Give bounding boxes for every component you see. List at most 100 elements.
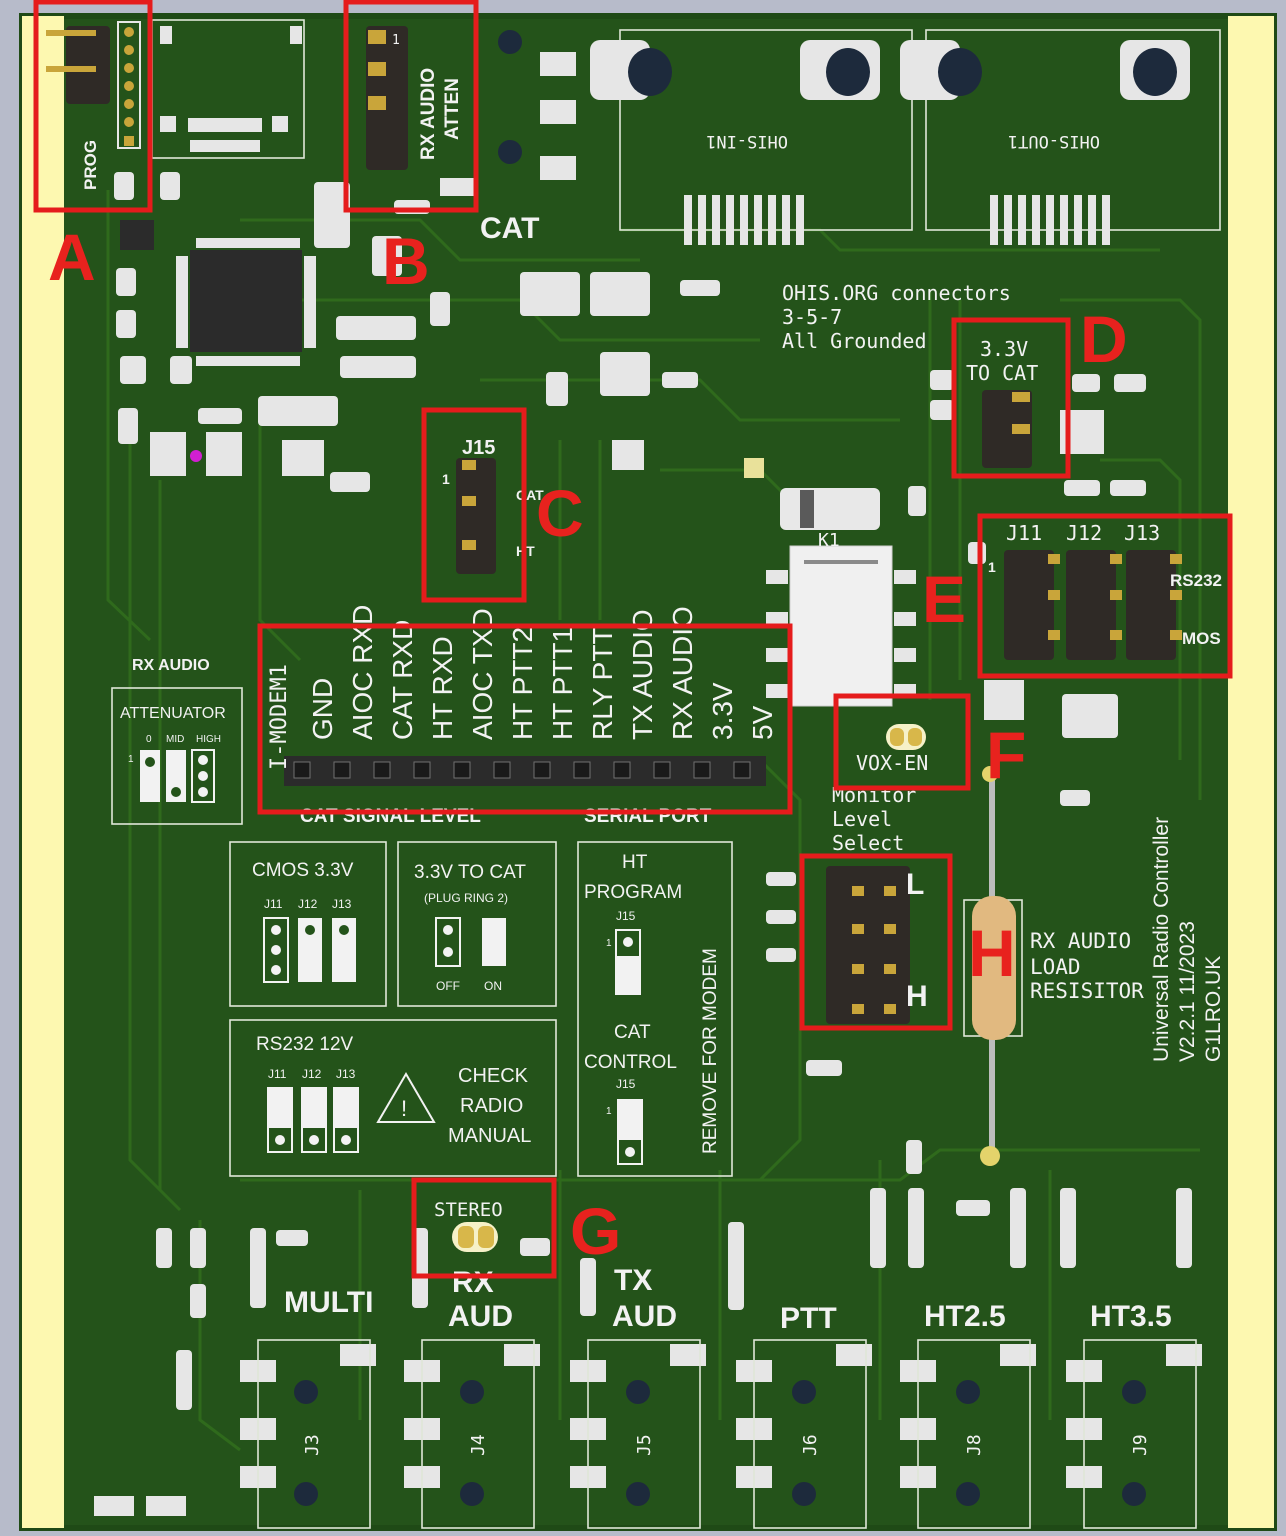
vox-en-label: VOX-EN xyxy=(856,751,928,775)
jack-ref-j5: J5 xyxy=(634,1434,655,1456)
rx-audio-box-title: RX AUDIO xyxy=(132,657,210,674)
annot-box-h xyxy=(799,853,953,1031)
d-label-2: TO CAT xyxy=(966,361,1038,385)
marker-c: C xyxy=(536,476,584,550)
annot-box-e xyxy=(977,513,1233,679)
ohis-out-label: OHIS-OUT1 xyxy=(1008,131,1100,151)
e-headers xyxy=(1004,550,1182,660)
modem-label-12: 5V xyxy=(747,705,778,740)
rs232-diagram xyxy=(267,1087,359,1153)
monitor-2: Level xyxy=(832,807,892,831)
jack-label-tx-1: TX xyxy=(614,1264,652,1297)
annot-box-modem xyxy=(257,623,793,815)
cmos-j12: J12 xyxy=(298,897,318,911)
rx-atten-label-1: RX AUDIO xyxy=(418,68,439,160)
d-header xyxy=(982,390,1032,468)
prog-label: PROG xyxy=(81,140,100,190)
modem-label-5: AIOC TXD xyxy=(467,608,498,740)
marker-g: G xyxy=(570,1194,621,1268)
modem-label-6: HT PTT2 xyxy=(507,627,538,740)
load-resistor xyxy=(963,766,1023,1166)
attenuator-box xyxy=(111,687,243,825)
check-1: CHECK xyxy=(458,1065,529,1087)
svg-text:!: ! xyxy=(401,1096,407,1121)
c-pin1: 1 xyxy=(442,471,450,487)
e-label-j12: J12 xyxy=(1066,521,1102,545)
cat-ctl-j15: J15 xyxy=(616,1077,636,1091)
d-label-1: 3.3V xyxy=(980,337,1028,361)
annot-box-b xyxy=(343,0,479,213)
microcontroller xyxy=(120,220,316,366)
rs232-j11: J11 xyxy=(268,1067,287,1081)
jack-label-rx-2: AUD xyxy=(448,1300,513,1333)
ht-pin1: 1 xyxy=(606,938,612,949)
modem-pin-header xyxy=(284,756,766,786)
load-2: LOAD xyxy=(1030,955,1081,979)
version-1: Universal Radio Controller xyxy=(1150,817,1173,1062)
annot-box-d xyxy=(951,317,1071,479)
ohis-note-2: 3-5-7 xyxy=(782,305,842,329)
modem-label-11: 3.3V xyxy=(707,682,738,740)
h-h-label: H xyxy=(906,980,928,1013)
e-label-j13: J13 xyxy=(1124,521,1160,545)
marker-e: E xyxy=(922,562,966,636)
modem-label-4: HT RXD xyxy=(427,636,458,740)
annot-box-a xyxy=(33,0,153,213)
jack-ref-j8: J8 xyxy=(964,1434,985,1456)
jack-ref-j4: J4 xyxy=(468,1434,489,1456)
ht-1: HT xyxy=(622,852,648,873)
ht-diagram xyxy=(615,929,641,995)
jack-label-ptt: PTT xyxy=(780,1302,837,1335)
jack-label-ht35: HT3.5 xyxy=(1090,1300,1172,1333)
marker-d: D xyxy=(1080,302,1128,376)
rs232-title: RS232 12V xyxy=(256,1034,354,1055)
h-l-label: L xyxy=(906,868,924,901)
version-2: V2.2.1 11/2023 xyxy=(1176,921,1199,1062)
ohis-connectors xyxy=(440,29,1221,245)
check-3: MANUAL xyxy=(448,1125,531,1147)
load-3: RESISITOR xyxy=(1030,979,1144,1003)
ht-j15: J15 xyxy=(616,909,636,923)
cmos-box xyxy=(229,841,387,1007)
cat-ctl-pin1: 1 xyxy=(606,1106,612,1117)
version-3: G1LRO.UK xyxy=(1202,956,1225,1062)
relay-k1 xyxy=(766,488,916,707)
cat33-off: OFF xyxy=(436,979,460,993)
rs232-j13: J13 xyxy=(336,1067,356,1081)
e-label-j11: J11 xyxy=(1006,521,1042,545)
attenuator-diagram xyxy=(140,749,215,803)
smd-components xyxy=(94,172,1192,1516)
left-edge-strip xyxy=(22,16,64,1528)
right-edge-strip xyxy=(1228,16,1274,1528)
rs232-box xyxy=(229,1019,557,1177)
warning-icon: ! xyxy=(376,1072,436,1123)
cat-ctl-2: CONTROL xyxy=(584,1052,677,1073)
stereo-jumper xyxy=(452,1222,498,1252)
cmos-j13: J13 xyxy=(332,897,352,911)
marker-a: A xyxy=(48,220,96,294)
b-pin1: 1 xyxy=(392,33,400,48)
rs232-j12: J12 xyxy=(302,1067,322,1081)
marker-f: F xyxy=(986,718,1026,792)
ohis-note-1: OHIS.ORG connectors xyxy=(782,281,1011,305)
j15-header xyxy=(456,458,496,574)
modem-label-1: GND xyxy=(307,678,338,740)
atten-high: HIGH xyxy=(196,734,221,745)
annot-box-c xyxy=(421,407,527,603)
cat33-on: ON xyxy=(484,979,502,993)
load-1: RX AUDIO xyxy=(1030,929,1131,953)
atten-pin1: 1 xyxy=(128,754,134,765)
jack-ref-j9: J9 xyxy=(1130,1434,1151,1456)
cmos-title: CMOS 3.3V xyxy=(252,860,354,881)
programming-module xyxy=(46,19,305,159)
attenuator-label: ATTENUATOR xyxy=(120,705,226,722)
modem-label-3: CAT RXD xyxy=(387,620,418,740)
cat-ctl-1: CAT xyxy=(614,1022,651,1043)
cmos-j11: J11 xyxy=(264,897,283,911)
j15-label: J15 xyxy=(462,437,495,459)
e-cmos: MOS xyxy=(1182,629,1221,648)
cat33-diagram xyxy=(435,917,506,967)
atten-0: 0 xyxy=(146,734,152,745)
cat-signal-level: CAT SIGNAL LEVEL xyxy=(300,806,481,827)
